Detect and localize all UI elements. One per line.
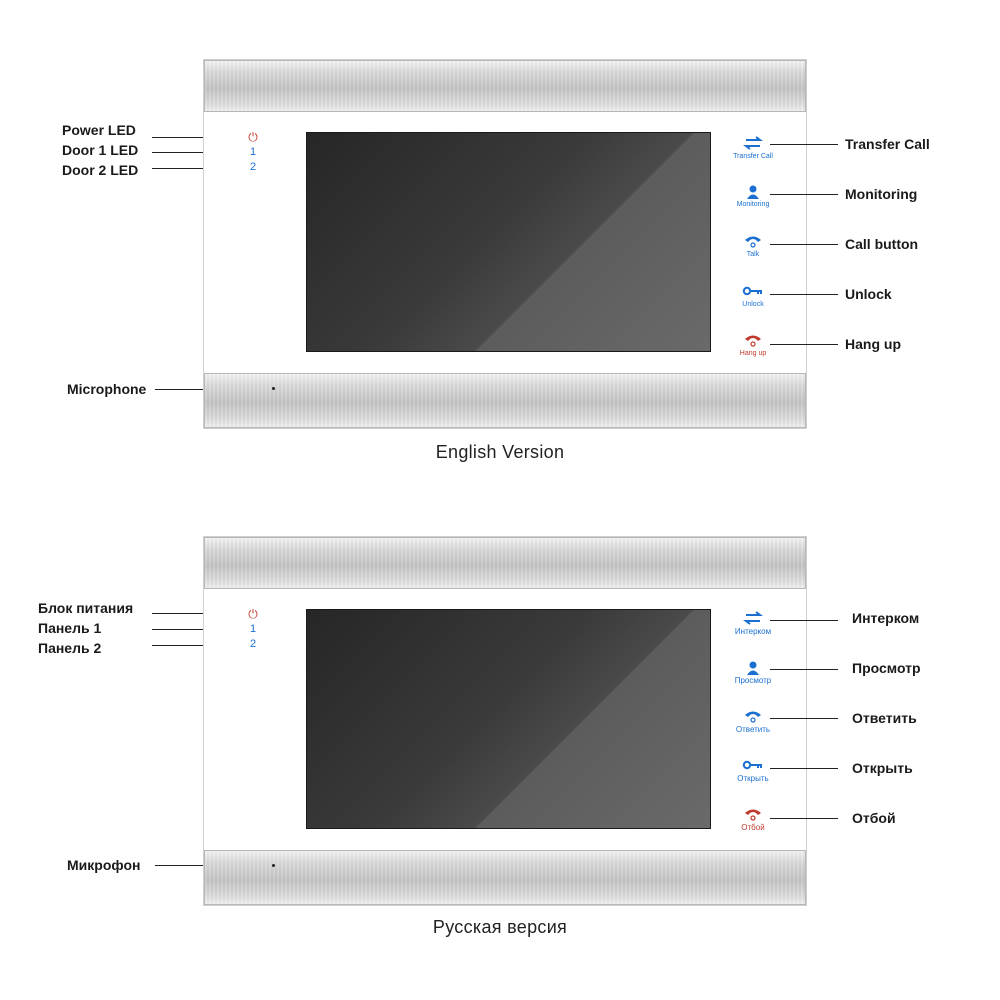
callout-line-door1 [152, 152, 238, 153]
label-power-led: Power LED [62, 122, 136, 138]
callout-line-power [152, 613, 238, 614]
unlock-label: Unlock [742, 301, 764, 308]
label-microphone: Микрофон [67, 857, 141, 873]
transfer-icon [728, 136, 778, 152]
monitoring-label: Monitoring [736, 201, 770, 208]
door1-led: 1 [249, 146, 257, 158]
callout-line-call [770, 718, 838, 719]
door1-led: 1 [249, 623, 257, 635]
callout-monitoring: Просмотр [852, 660, 921, 676]
english-diagram: Power LED Door 1 LED Door 2 LED Micropho… [0, 60, 1000, 500]
callout-line-call [770, 244, 838, 245]
callout-line-transfer [770, 144, 838, 145]
callout-transfer-call: Интерком [852, 610, 920, 626]
callout-line-hangup [770, 344, 838, 345]
talk-label: Talk [746, 251, 760, 258]
english-caption: English Version [435, 442, 565, 462]
steel-top-bar [204, 537, 806, 589]
callout-call-button: Call button [845, 236, 919, 252]
person-icon [728, 660, 778, 676]
talk-button[interactable]: Talk [728, 234, 778, 259]
unlock-label: Открыть [737, 774, 769, 783]
door2-led: 2 [249, 638, 257, 650]
callout-monitoring: Monitoring [845, 186, 918, 202]
microphone-hole [272, 387, 275, 390]
hang-up-label: Отбой [741, 823, 765, 832]
steel-top-bar [204, 60, 806, 112]
callout-line-door2 [152, 168, 238, 169]
callout-unlock: Unlock [845, 286, 892, 302]
monitoring-button[interactable]: Monitoring [728, 184, 778, 209]
callout-transfer-call: Transfer Call [845, 136, 930, 152]
power-icon: ⏻ [248, 130, 258, 144]
intercom-monitor: ⏻ 1 2 Transfer Call Monitoring Talk [204, 60, 806, 428]
label-door2-led: Door 2 LED [62, 162, 139, 178]
transfer-call-label: Интерком [734, 627, 772, 636]
callout-line-unlock [770, 768, 838, 769]
unlock-button[interactable]: Unlock [728, 284, 778, 309]
person-icon [728, 184, 778, 200]
callout-line-monitoring [770, 194, 838, 195]
label-door2-led: Панель 2 [38, 640, 102, 656]
callout-line-power [152, 137, 238, 138]
russian-diagram: Блок питания Панель 1 Панель 2 Микрофон … [0, 537, 1000, 977]
callout-line-transfer [770, 620, 838, 621]
callout-hang-up: Hang up [845, 336, 901, 352]
label-microphone: Microphone [67, 381, 147, 397]
phone-icon [728, 709, 778, 725]
monitoring-button[interactable]: Просмотр [728, 660, 778, 685]
callout-line-door1 [152, 629, 238, 630]
steel-bottom-bar [204, 850, 806, 905]
display-screen [306, 609, 711, 829]
display-screen [306, 132, 711, 352]
callout-unlock: Открыть [852, 760, 913, 776]
talk-button[interactable]: Ответить [728, 709, 778, 734]
label-door1-led: Door 1 LED [62, 142, 139, 158]
hangup-icon [728, 807, 778, 823]
hang-up-label: Hang up [739, 350, 767, 357]
hang-up-button[interactable]: Hang up [728, 333, 778, 358]
transfer-call-label: Transfer Call [733, 153, 773, 160]
label-door1-led: Панель 1 [38, 620, 102, 636]
power-icon: ⏻ [248, 607, 258, 621]
callout-line-door2 [152, 645, 238, 646]
callout-line-monitoring [770, 669, 838, 670]
hang-up-button[interactable]: Отбой [728, 807, 778, 832]
phone-icon [728, 234, 778, 250]
transfer-call-button[interactable]: Transfer Call [728, 136, 778, 161]
door2-led: 2 [249, 161, 257, 173]
key-icon [728, 284, 778, 300]
steel-bottom-bar [204, 373, 806, 428]
transfer-icon [728, 611, 778, 627]
hangup-icon [728, 333, 778, 349]
callout-line-unlock [770, 294, 838, 295]
russian-caption: Русская версия [432, 917, 568, 937]
monitoring-label: Просмотр [734, 676, 772, 685]
transfer-call-button[interactable]: Интерком [728, 611, 778, 636]
intercom-monitor: ⏻ 1 2 Интерком Просмотр Ответить От [204, 537, 806, 905]
key-icon [728, 758, 778, 774]
talk-label: Ответить [735, 725, 771, 734]
unlock-button[interactable]: Открыть [728, 758, 778, 783]
callout-line-hangup [770, 818, 838, 819]
microphone-hole [272, 864, 275, 867]
callout-hang-up: Отбой [852, 810, 896, 826]
label-power-led: Блок питания [38, 600, 134, 616]
callout-call-button: Ответить [852, 710, 917, 726]
